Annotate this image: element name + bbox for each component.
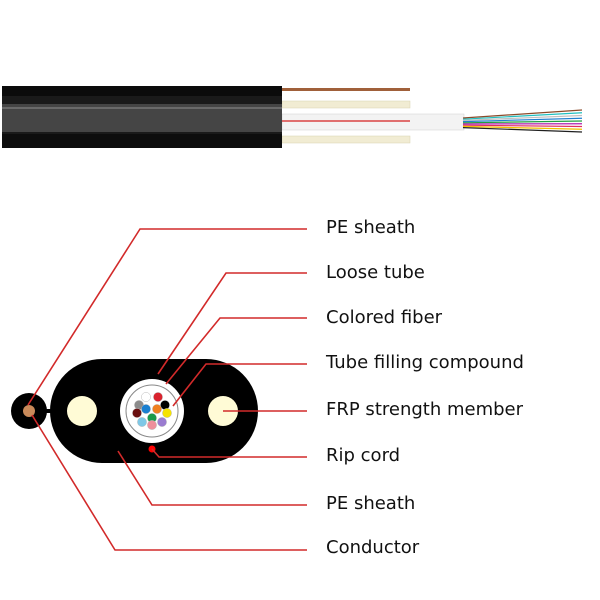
label-tube-filling-compound: Tube filling compound (326, 352, 524, 373)
fiber (141, 404, 151, 414)
label-pe-sheath-inner: PE sheath (326, 493, 416, 514)
cable-cross-section (11, 359, 258, 463)
leader-colored-fiber (165, 317, 307, 385)
fiber-fan (462, 109, 583, 133)
fan-fiber (462, 120, 583, 124)
label-conductor: Conductor (326, 537, 420, 558)
fiber (162, 408, 172, 418)
fiber (141, 392, 151, 402)
fan-fiber (462, 117, 583, 123)
leader-pe-sheath-inner (117, 450, 307, 506)
fiber (137, 417, 147, 427)
jacket-bottom-band (2, 134, 282, 148)
fiber (152, 404, 162, 414)
label-pe-sheath-outer: PE sheath (326, 217, 416, 238)
cable-side-view (2, 86, 583, 148)
messenger-wire (282, 88, 410, 91)
leader-pe-sheath-outer (27, 228, 307, 406)
fan-fiber (462, 125, 583, 130)
conductor-core (23, 405, 35, 417)
jacket-shine (2, 107, 282, 109)
label-rip-cord: Rip cord (326, 445, 401, 466)
fiber (132, 408, 142, 418)
leader-rip-cord (151, 448, 307, 458)
jacket-top-band (2, 86, 282, 96)
fan-fiber (462, 109, 583, 119)
fan-fiber (462, 124, 583, 128)
leader-loose-tube (157, 272, 307, 375)
frp-rod-top (281, 100, 411, 109)
leader-tube-filling-compound (172, 363, 307, 407)
label-loose-tube: Loose tube (326, 262, 425, 283)
loose-tube-side (281, 113, 465, 131)
label-colored-fiber: Colored fiber (326, 307, 443, 328)
frp-left (67, 396, 97, 426)
fiber (147, 420, 157, 430)
leader-conductor (31, 414, 307, 551)
fiber (157, 417, 167, 427)
fan-fiber (462, 114, 583, 121)
fiber-bundle (132, 392, 172, 430)
leader-lines (27, 228, 307, 551)
label-frp-strength-member: FRP strength member (326, 399, 524, 420)
fiber (153, 392, 163, 402)
fan-fiber (462, 127, 583, 133)
web (44, 409, 52, 413)
frp-rod-bottom (281, 135, 411, 144)
fan-fiber (462, 112, 583, 120)
